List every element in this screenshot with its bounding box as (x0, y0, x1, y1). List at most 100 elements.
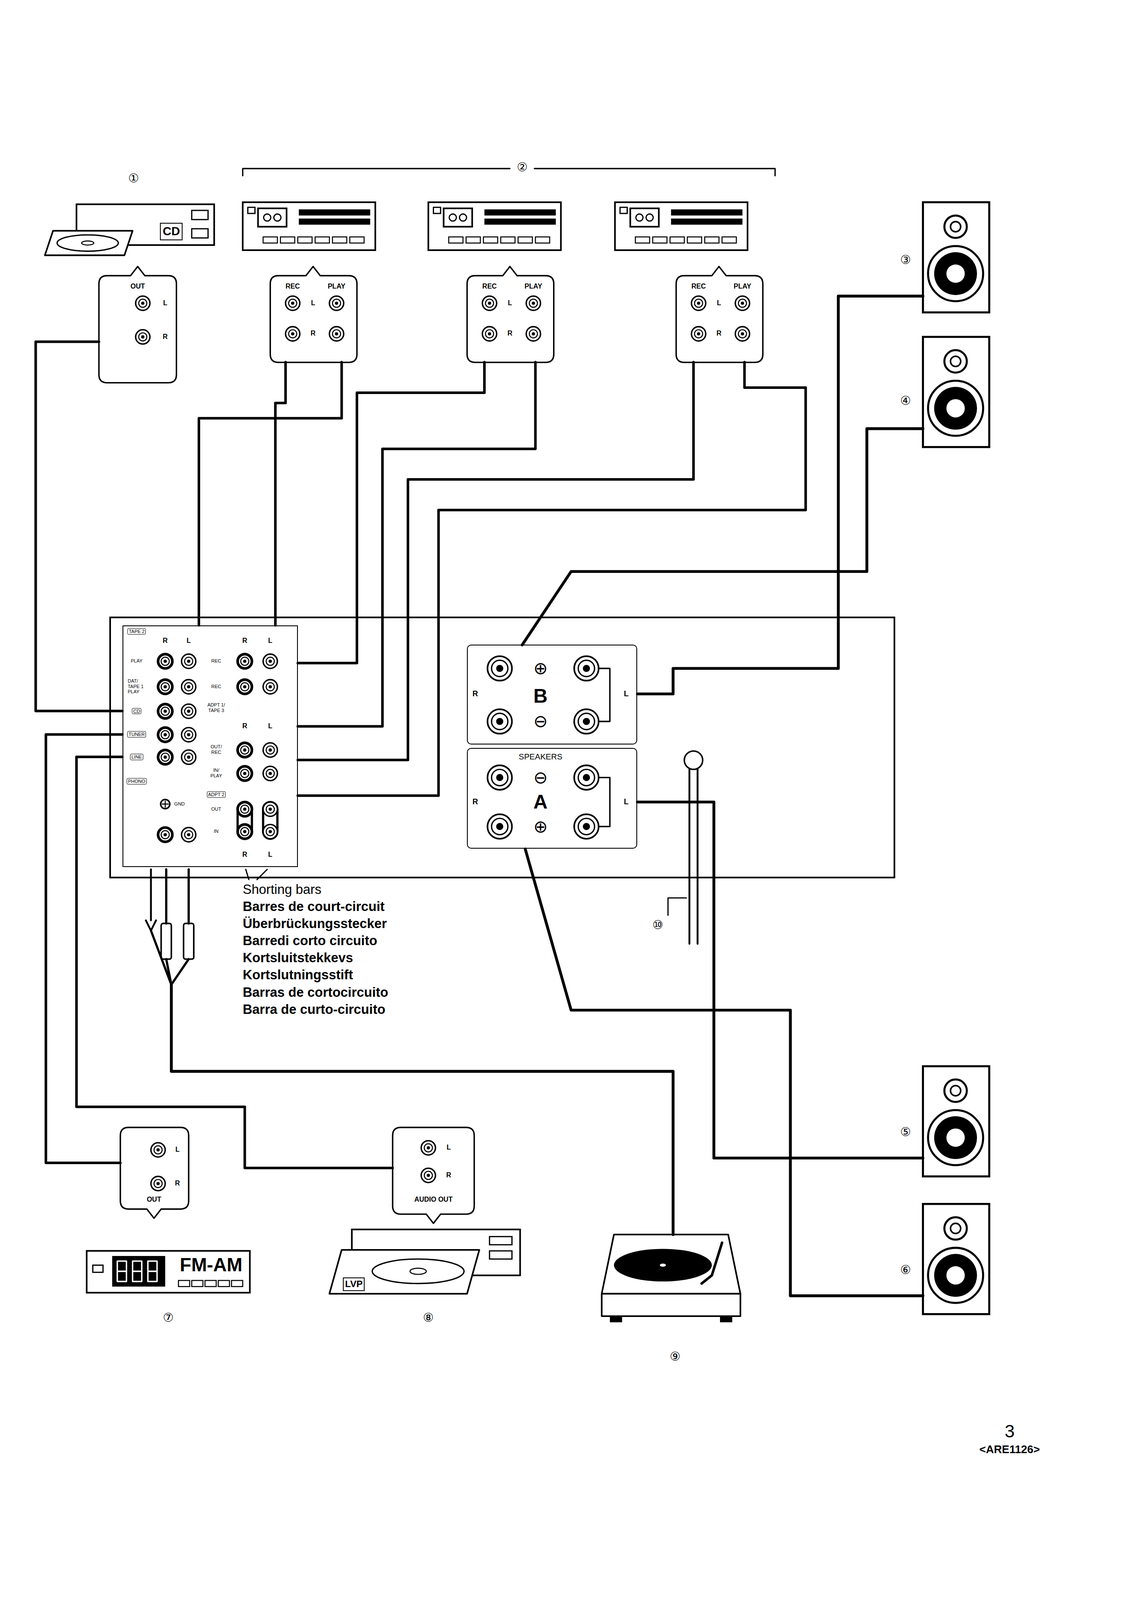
callout-number: ④ (900, 393, 911, 408)
tape-deck-jack-panel: RECPLAYLR (270, 275, 357, 362)
jack-pin (243, 829, 247, 834)
jack-pin (163, 659, 167, 663)
binding-post (574, 708, 599, 734)
text-slot: R (472, 689, 479, 699)
rca-jack (237, 679, 252, 694)
rca-jack (181, 827, 196, 842)
post-center (582, 664, 591, 672)
transport-button (518, 236, 533, 243)
level-meter (298, 218, 371, 225)
post-ring (578, 769, 595, 786)
rca-jack (526, 296, 541, 311)
text-slot: GND (174, 801, 185, 807)
callout-number: ③ (900, 253, 911, 267)
dust-cap (946, 399, 965, 418)
post-center (496, 822, 504, 831)
text-slot: FM-AM (179, 1255, 243, 1274)
rca-jack (135, 329, 150, 344)
jack-ring (266, 656, 275, 665)
laser-videodisc-player: LVP (329, 1228, 521, 1294)
jack-pin (696, 332, 701, 336)
text-slot: AUDIO OUT (414, 1195, 453, 1204)
jack-pin (186, 709, 191, 713)
disc-hub (81, 241, 94, 246)
note-text: Barredi corto circuito (242, 933, 378, 948)
text-slot: REC (691, 282, 706, 291)
text-slot: PHONO (126, 778, 147, 785)
jack-pin (291, 332, 295, 336)
jack-ring (424, 1171, 433, 1180)
cassette-reel (274, 213, 282, 222)
preset-button (218, 1279, 230, 1286)
phono-lead (166, 868, 189, 924)
terminal-label: IN (213, 828, 219, 834)
terminal-bracket (598, 668, 610, 722)
transport-button (704, 236, 719, 243)
tweeter-dome (950, 221, 961, 232)
text-slot: ⑥ (900, 1262, 911, 1277)
speaker-terminal-a: SPEAKERSR⊖A⊕L (466, 747, 638, 849)
terminal-label: A (533, 791, 548, 812)
jack-ring (529, 329, 538, 338)
level-meter (298, 209, 371, 216)
callout-number: ⑩ (652, 918, 664, 932)
page-number: 3 (1004, 1420, 1015, 1441)
jack-ring (154, 1179, 163, 1188)
callout-number: ① (128, 171, 139, 186)
rca-plug (183, 923, 194, 960)
text-slot: Barres de court-circuit (242, 899, 385, 914)
jack-ring (424, 1143, 433, 1152)
rca-jack (157, 749, 172, 764)
jack-pin (740, 301, 745, 305)
post-ring (491, 769, 508, 786)
rca-jack (329, 296, 344, 311)
text-slot: R (162, 332, 168, 341)
woofer-cone (934, 386, 977, 430)
text-slot: OUT/ REC (209, 744, 223, 755)
rca-jack (329, 326, 344, 341)
jack-pin (268, 771, 272, 776)
disc-tray (44, 230, 133, 256)
text-slot: PLAY (524, 282, 543, 291)
text-slot: OUT (130, 282, 146, 291)
transport-button (466, 236, 481, 243)
cassette-reel (646, 213, 654, 222)
amplifier-input-panel: TAPE 2RLRLPLAYRECDAT/ TAPE 1 PLAYRECCDAD… (122, 625, 298, 867)
callout-number: ⑥ (900, 1262, 911, 1277)
jack-pin (696, 301, 701, 305)
speaker-cable (521, 428, 923, 645)
jack-ring (240, 682, 249, 691)
jack-ring (738, 329, 747, 338)
tweeter-dome (950, 1085, 961, 1096)
jack-ring (184, 707, 193, 716)
text-slot: TAPE 2 (127, 628, 146, 635)
text-slot: ⑧ (422, 1310, 434, 1325)
tonearm (701, 1242, 723, 1284)
note-text: Shorting bars (242, 882, 322, 897)
binding-post (487, 765, 512, 790)
terminal-label: R (242, 722, 248, 730)
terminal-label: ⊕ (533, 817, 549, 835)
jack-pin (243, 685, 247, 689)
text-slot: B (533, 685, 548, 706)
terminal-label: ⊕ (533, 659, 549, 677)
dust-cap (946, 1265, 965, 1285)
binding-post (574, 765, 599, 790)
terminal-label: PLAY (131, 658, 143, 664)
text-slot: L (311, 298, 316, 307)
audio-cable (198, 361, 342, 626)
woofer (927, 380, 983, 436)
cassette-window (630, 208, 659, 227)
jack-pin (268, 807, 272, 811)
jack-ring (240, 656, 249, 665)
tweeter-dome (950, 1223, 961, 1234)
jack-pin (243, 771, 247, 776)
text-slot: R (162, 636, 168, 645)
jack-pin (335, 332, 339, 336)
jack-ring (138, 299, 147, 308)
rca-jack (482, 296, 497, 311)
text-slot: ⑤ (900, 1125, 911, 1139)
jack-pin (163, 755, 167, 759)
level-meter (484, 218, 556, 225)
grommet (684, 750, 703, 770)
